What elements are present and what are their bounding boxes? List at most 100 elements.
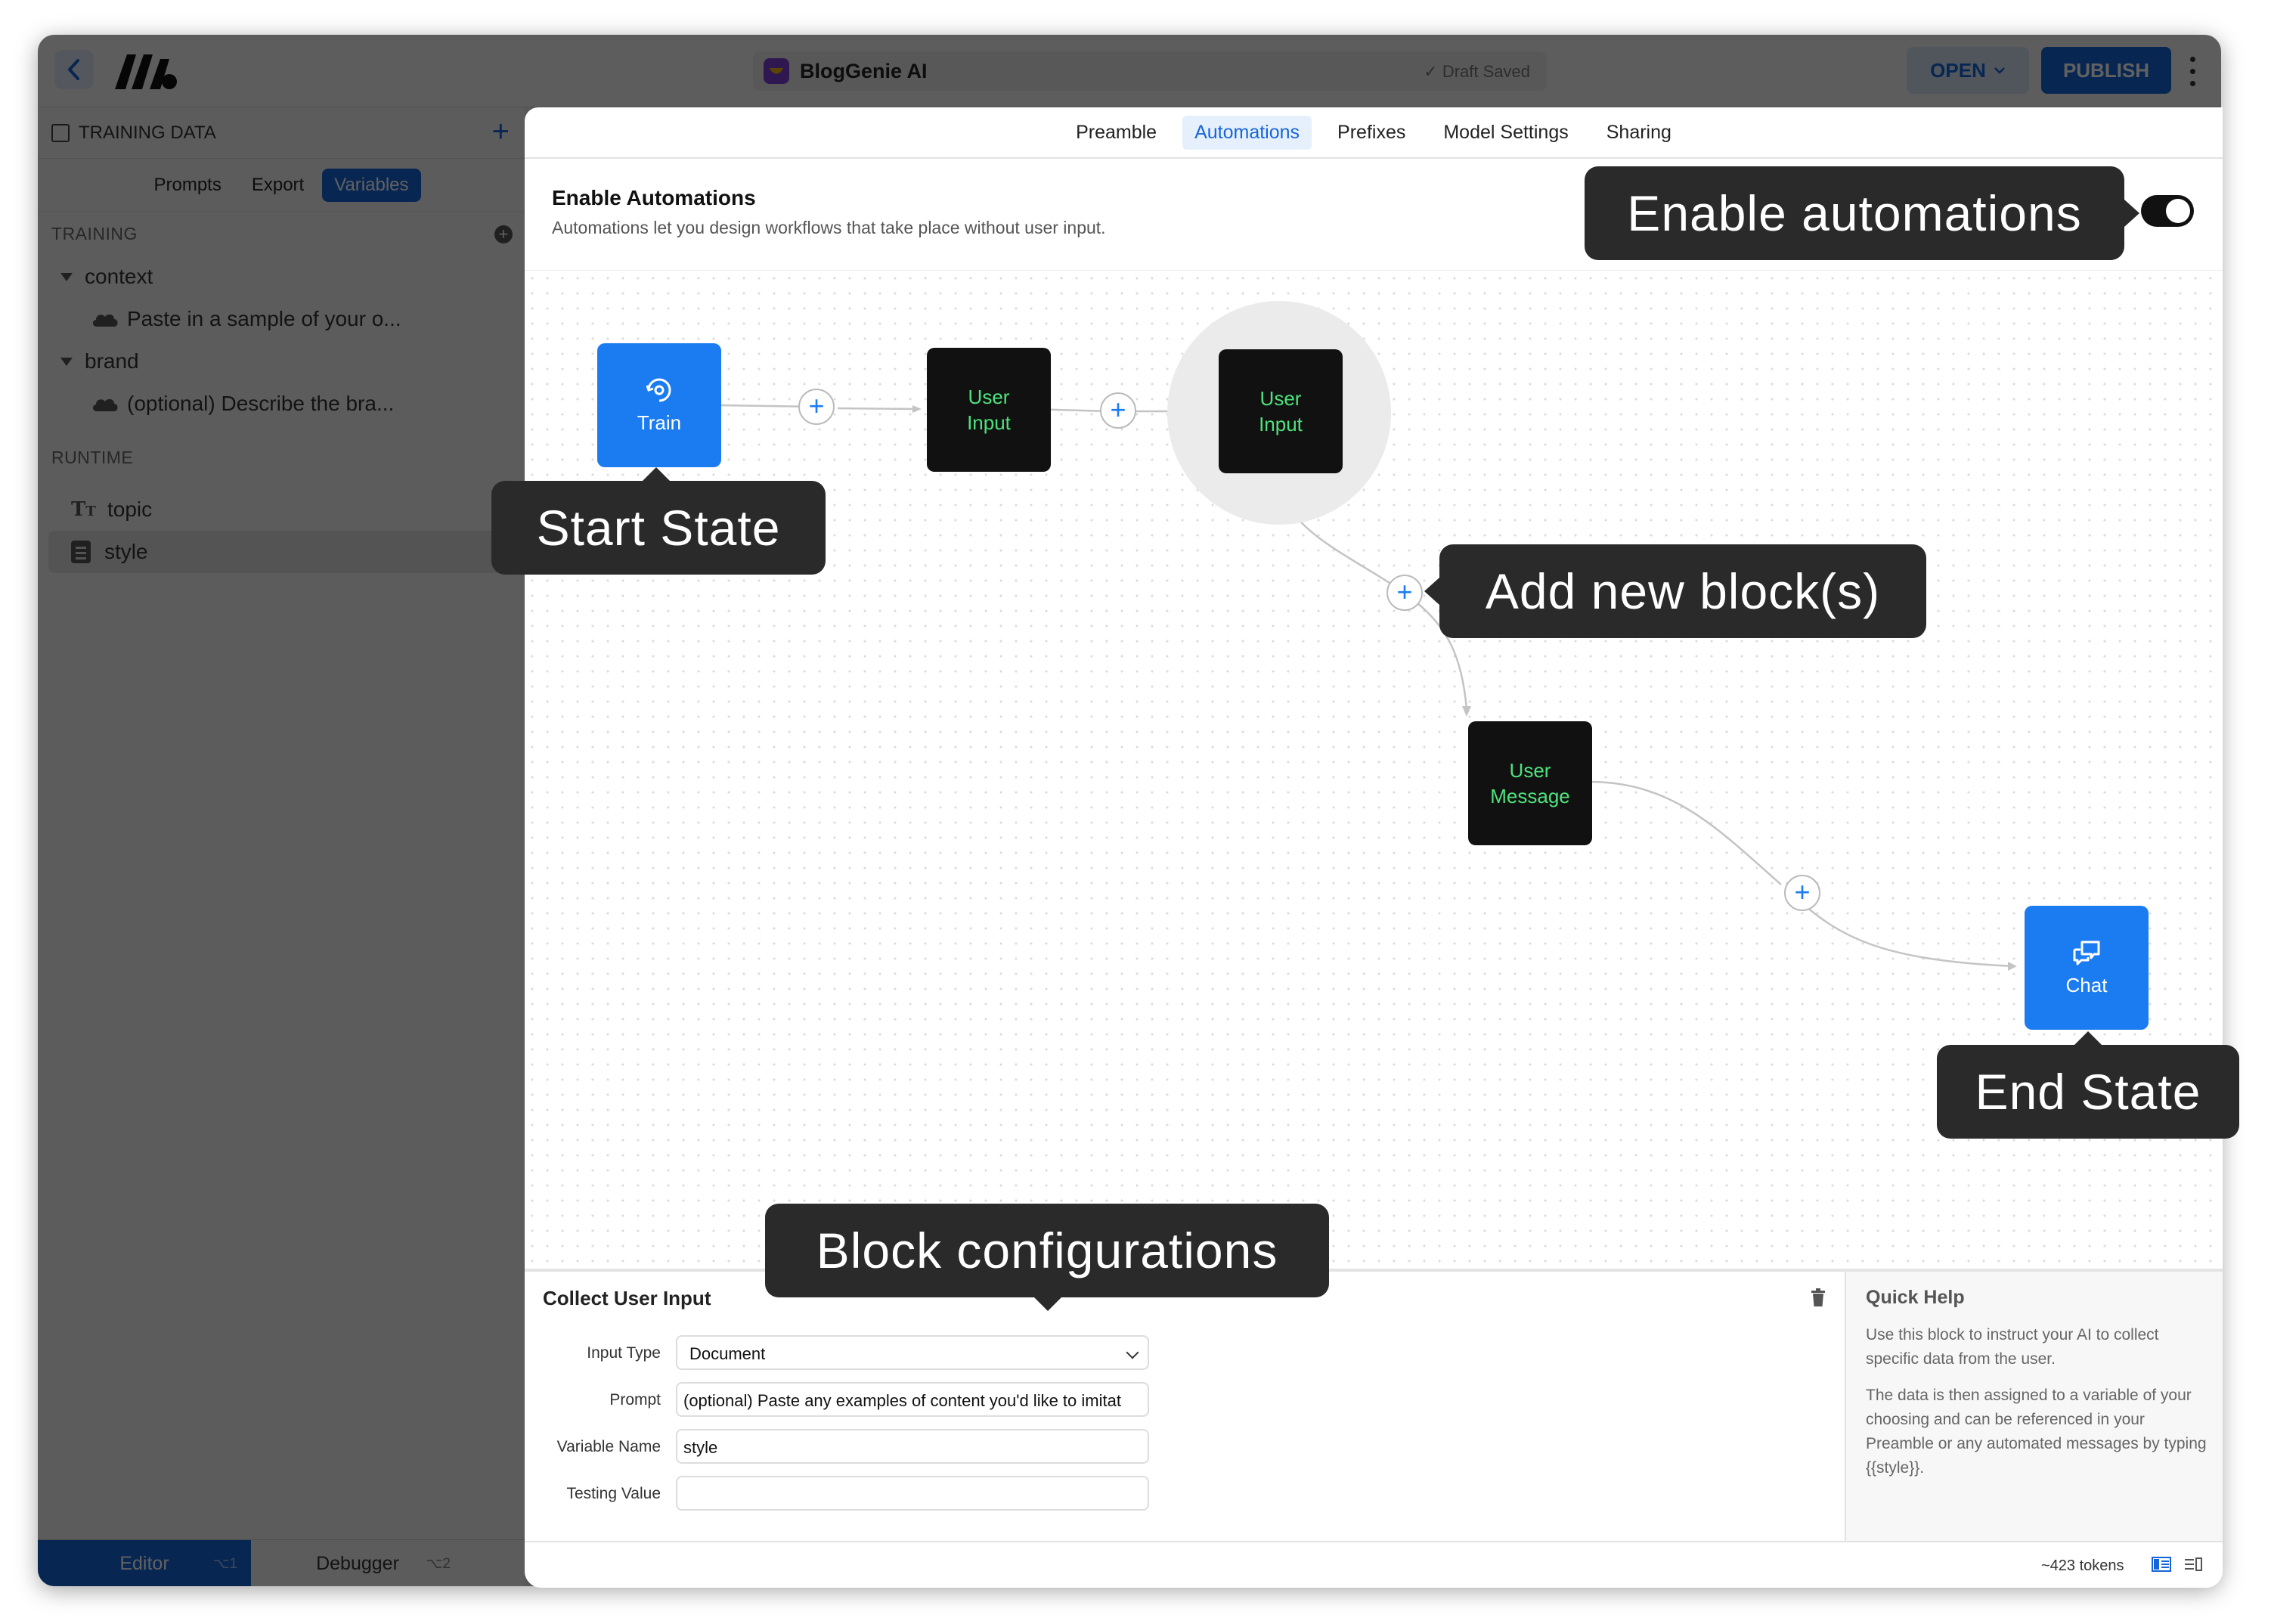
caret-down-icon[interactable] [60,272,73,281]
node-label: Input [967,411,1011,434]
tab-prompts[interactable]: Prompts [153,174,222,195]
logo-icon [115,54,177,89]
variable-value: Paste in a sample of your o... [127,307,401,330]
training-label: TRAINING [51,223,138,243]
runtime-item-style[interactable]: style [48,531,514,573]
tab-debugger[interactable]: Debugger ⌥2 [251,1540,464,1586]
add-training-variable-icon[interactable]: + [494,225,513,243]
trash-icon[interactable] [1811,1288,1825,1306]
tab-export[interactable]: Export [251,174,305,195]
top-bar: BlogGenie AI ✓ Draft Saved OPEN PUBLISH [38,35,2221,107]
train-eye-icon [646,378,671,402]
tree-item-context[interactable]: context [38,256,525,298]
runtime-label: RUNTIME [51,447,134,467]
input-type-select[interactable]: Document [676,1335,1149,1370]
sidebar-footer: Editor ⌥1 Debugger ⌥2 [38,1539,525,1586]
table-icon [51,123,70,142]
enable-automations-description: Automations let you design workflows tha… [552,218,1106,237]
chat-bubbles-icon [2073,941,2100,965]
quick-help-paragraph: The data is then assigned to a variable … [1866,1387,2207,1477]
node-label: User [1509,759,1551,782]
app-icon [764,58,789,84]
enable-automations-title: Enable Automations [552,186,756,209]
layout-list-icon[interactable] [2183,1556,2203,1573]
cloud-icon [92,314,118,327]
callout-add-new-blocks: Add new block(s) [1424,544,1926,638]
chevron-down-icon [1994,67,2005,74]
callout-enable-automations: Enable automations [1585,166,2139,260]
block-config-form: Collect User Input Input Type Document P… [525,1272,1843,1541]
add-block-button[interactable]: + [1100,392,1136,429]
document-icon [71,541,91,563]
main-panel: Preamble Automations Prefixes Model Sett… [525,107,2223,1588]
add-block-button[interactable]: + [1784,875,1820,911]
back-button[interactable] [54,50,94,89]
publish-button[interactable]: PUBLISH [2041,47,2171,94]
flow-connectors [719,404,2017,971]
node-train[interactable]: Train [597,343,721,467]
training-section-header: TRAINING + [38,212,525,256]
add-block-button[interactable]: + [798,389,835,425]
node-chat[interactable]: Chat [2025,906,2149,1030]
tab-preamble[interactable]: Preamble [1076,121,1157,143]
sidebar-title: TRAINING DATA [79,122,216,143]
node-label: Train [637,411,682,434]
tab-model-settings[interactable]: Model Settings [1443,121,1569,143]
enable-automations-toggle[interactable] [2141,195,2194,227]
tab-variables[interactable]: Variables [322,168,421,202]
node-label: User [1259,387,1302,410]
chevron-down-icon [1126,1346,1139,1359]
tab-sharing[interactable]: Sharing [1606,121,1671,143]
testing-value-label: Testing Value [566,1485,661,1502]
add-icon[interactable]: + [491,115,510,148]
variable-name: context [85,265,153,288]
node-label: User [968,386,1010,408]
chevron-left-icon [68,59,79,80]
callout-text: Block configurations [816,1223,1278,1278]
tab-prefixes[interactable]: Prefixes [1337,121,1406,143]
app-title-bar[interactable]: BlogGenie AI ✓ Draft Saved [753,51,1547,91]
callout-text: Start State [536,500,781,556]
sidebar-tabs: Prompts Export Variables [38,159,525,212]
node-label: Message [1490,785,1570,807]
draft-status: ✓ Draft Saved [1424,62,1530,81]
node-label: Input [1259,413,1303,435]
tab-editor[interactable]: Editor ⌥1 [38,1540,251,1586]
variable-name-input[interactable]: style [676,1429,1149,1464]
caret-down-icon[interactable] [60,357,73,366]
tree-item-context-value[interactable]: Paste in a sample of your o... [38,298,525,340]
callout-text: End State [1975,1064,2201,1120]
tab-automations[interactable]: Automations [1182,115,1312,150]
add-block-button[interactable]: + [1386,575,1423,611]
prompt-input[interactable]: (optional) Paste any examples of content… [676,1382,1149,1417]
block-config-panel: Collect User Input Input Type Document P… [525,1269,2223,1541]
cloud-icon [92,398,118,411]
more-menu-icon[interactable] [2185,53,2200,89]
tree-item-brand[interactable]: brand [38,340,525,383]
tree-item-brand-value[interactable]: (optional) Describe the bra... [38,383,525,425]
callout-text: Add new block(s) [1485,563,1881,619]
layout-split-icon[interactable] [2152,1556,2171,1573]
editor-shortcut: ⌥1 [212,1555,237,1572]
variable-value: (optional) Describe the bra... [127,392,395,415]
debugger-shortcut: ⌥2 [426,1555,451,1572]
testing-value-input[interactable] [676,1476,1149,1511]
block-config-title: Collect User Input [543,1287,711,1309]
open-button[interactable]: OPEN [1907,47,2029,94]
node-user-message[interactable]: User Message [1468,721,1592,845]
editor-label: Editor [119,1552,169,1574]
variable-name-label: Variable Name [556,1438,661,1455]
text-type-icon: TT [71,498,96,521]
input-type-value: Document [689,1344,766,1363]
node-user-input-1[interactable]: User Input [927,348,1051,472]
training-data-header: TRAINING DATA + [38,107,525,159]
status-bar: ~423 tokens [525,1541,2223,1588]
app-title: BlogGenie AI [800,59,928,82]
variable-name: brand [85,349,139,373]
node-label: Chat [2065,974,2108,996]
input-type-label: Input Type [587,1344,661,1362]
prompt-label: Prompt [609,1391,661,1409]
variable-name: style [104,540,148,563]
runtime-item-topic[interactable]: TT topic [48,488,514,531]
node-user-input-2[interactable]: User Input [1219,349,1343,473]
